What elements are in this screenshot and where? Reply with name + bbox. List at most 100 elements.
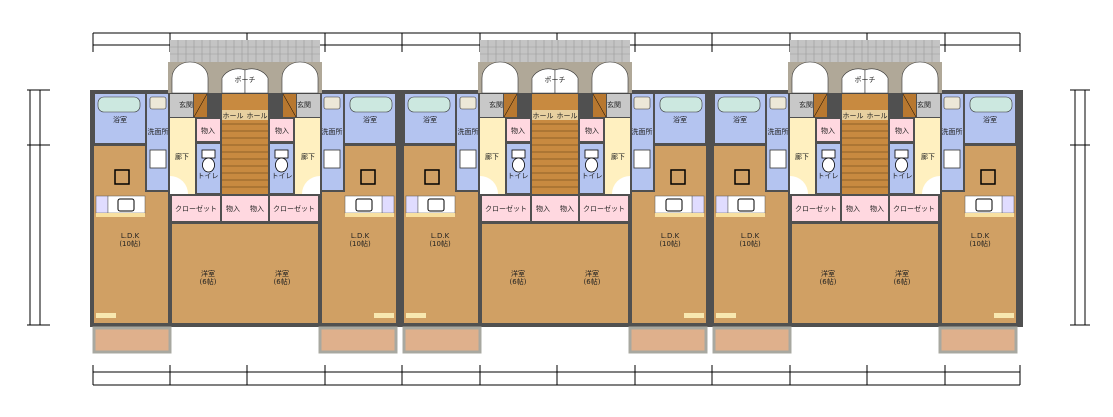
door-swing (612, 176, 630, 194)
module-2-right-unit (554, 40, 708, 354)
counter-edge (716, 213, 765, 217)
washing-machine-icon (149, 149, 167, 169)
refrigerator-icon (360, 169, 376, 185)
bath-label: 浴室 (983, 115, 997, 124)
closet (580, 196, 628, 221)
toilet-label: トイレ (818, 172, 839, 180)
closet-label: クローゼット (583, 204, 625, 213)
refrigerator-icon (424, 169, 440, 185)
sink-icon (665, 198, 683, 212)
balcony (318, 326, 398, 354)
ldk-floor (94, 146, 168, 323)
refrigerator-icon (114, 169, 130, 185)
closet-label: クローゼット (485, 204, 527, 213)
ldk-floor (942, 146, 1016, 323)
closet-label: クローゼット (175, 204, 217, 213)
closet-label: クローゼット (893, 204, 935, 213)
storage-lower (532, 196, 555, 221)
toilet-label: トイレ (508, 172, 529, 180)
stair-landing (532, 110, 555, 120)
shelf (684, 313, 704, 318)
washroom-label: 洗面所 (148, 127, 169, 136)
closet (482, 196, 530, 221)
ldk-size-label: (10帖) (739, 239, 761, 248)
entrance-label: 玄関 (607, 100, 621, 109)
ldk-label: L.D.K (121, 232, 140, 240)
stair-landing (865, 110, 888, 120)
porch-door-arc (281, 61, 319, 94)
bathtub-icon (717, 96, 761, 113)
stair-landing (842, 110, 865, 120)
corridor-label: 廊下 (611, 152, 625, 161)
shelf (96, 313, 116, 318)
kitchen-counter (95, 195, 109, 214)
shoe-cabinet-line (503, 93, 518, 118)
toilet-bowl-icon (822, 157, 835, 173)
staircase (555, 94, 578, 194)
western-room-size-label: (6帖) (510, 277, 527, 286)
corridor-label: 廊下 (921, 152, 935, 161)
counter-edge (406, 213, 455, 217)
corridor-label: 廊下 (301, 152, 315, 161)
toilet-label: トイレ (582, 172, 603, 180)
bathtub-icon (659, 96, 703, 113)
ldk-size-label: (10帖) (659, 239, 681, 248)
door-swing (790, 176, 808, 194)
bathtub-icon (349, 96, 393, 113)
ldk-label: L.D.K (351, 232, 370, 240)
entrance-label: 玄関 (917, 100, 931, 109)
western-room-size-label: (6帖) (820, 277, 837, 286)
entrance-label: 玄関 (489, 100, 503, 109)
ldk-floor (714, 146, 788, 323)
entrance (297, 94, 320, 117)
closet-label: クローゼット (273, 204, 315, 213)
module-3-left-unit (712, 40, 866, 354)
corridor-label: 廊下 (795, 152, 809, 161)
storage-label: 物入 (536, 204, 550, 213)
sink-icon (117, 198, 135, 212)
washing-machine-icon (769, 149, 787, 169)
porch-label: ポーチ (855, 76, 876, 84)
shelf (406, 313, 426, 318)
stair-landing (555, 110, 578, 120)
module-2-left-unit (402, 40, 556, 354)
stair-landing (245, 110, 268, 120)
entrance-label: 玄関 (179, 100, 193, 109)
porch-door-arc (481, 61, 519, 94)
balcony (712, 326, 792, 354)
porch-door-arc (554, 68, 579, 94)
porch-door-arc (244, 68, 269, 94)
western-room-size-label: (6帖) (584, 277, 601, 286)
bath-label: 浴室 (113, 115, 127, 124)
storage (197, 119, 220, 141)
bath-label: 浴室 (673, 115, 687, 124)
storage (580, 119, 603, 141)
western-room-label: 洋室 (585, 269, 599, 278)
hall-label: ホール (533, 112, 554, 120)
balcony (402, 326, 482, 354)
toilet-bowl-icon (585, 157, 598, 173)
toilet-tank-icon (511, 149, 526, 159)
storage-lower (222, 196, 245, 221)
bathtub-icon (407, 96, 451, 113)
hall-label: ホール (247, 112, 268, 120)
refrigerator-icon (670, 169, 686, 185)
staircase (532, 94, 555, 194)
porch-label: ポーチ (545, 76, 566, 84)
ldk-size-label: (10帖) (349, 239, 371, 248)
entrance (917, 94, 940, 117)
kitchen-counter (405, 195, 419, 214)
refrigerator-icon (980, 169, 996, 185)
storage-label: 物入 (275, 126, 289, 135)
ldk-size-label: (10帖) (119, 239, 141, 248)
washbasin-icon (459, 96, 477, 110)
toilet-tank-icon (584, 149, 599, 159)
porch-door-arc (864, 68, 889, 94)
washroom-label: 洗面所 (322, 127, 343, 136)
bath-label: 浴室 (423, 115, 437, 124)
module-1-left-unit (92, 40, 246, 354)
western-room-label: 洋室 (821, 269, 835, 278)
shoe-cabinet-line (813, 93, 828, 118)
bath-label: 浴室 (733, 115, 747, 124)
